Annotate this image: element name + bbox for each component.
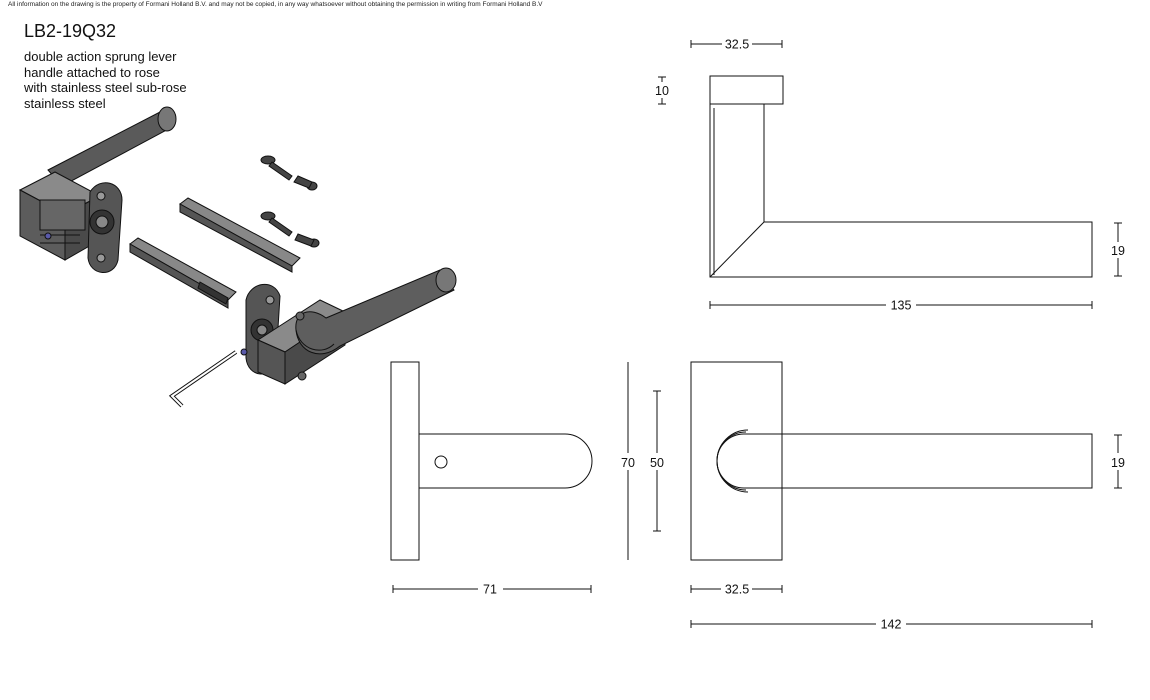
spindles xyxy=(129,197,301,309)
front-lever xyxy=(295,267,457,355)
description-line-3: with stainless steel sub-rose xyxy=(24,80,187,95)
dim-text-lever-thickness-side: 19 xyxy=(1111,244,1125,258)
description-line-2: handle attached to rose xyxy=(24,64,160,80)
dim-text-front-rose-width: 32.5 xyxy=(725,583,749,597)
dim-lever-length xyxy=(709,301,1093,309)
dim-side-height-inner xyxy=(653,390,661,532)
legal-notice: All information on the drawing is the pr… xyxy=(8,1,543,8)
exploded-view xyxy=(18,106,457,408)
allen-key xyxy=(168,350,238,408)
product-description: double action sprung lever handle attach… xyxy=(24,49,187,111)
dim-top-rose-width xyxy=(690,40,783,48)
dim-total-length xyxy=(690,620,1093,628)
dim-text-side-height-outer: 70 xyxy=(621,456,635,470)
dim-text-side-height-inner: 50 xyxy=(650,456,664,470)
dim-text-front-lever-thickness: 19 xyxy=(1111,456,1125,470)
top-view xyxy=(709,75,1093,278)
front-view xyxy=(690,361,1093,561)
description-line-4: stainless steel xyxy=(24,95,106,111)
back-subrose xyxy=(87,182,123,273)
dim-front-rose-width xyxy=(690,585,783,593)
side-view xyxy=(390,361,593,561)
dim-lever-thickness-side xyxy=(1114,222,1122,277)
dim-side-projection xyxy=(392,585,592,593)
dim-text-top-rose-height: 10 xyxy=(655,84,669,98)
dim-text-side-projection: 71 xyxy=(483,583,497,597)
dim-front-lever-thickness xyxy=(1114,434,1122,489)
product-code: LB2-19Q32 xyxy=(24,21,117,41)
dim-top-rose-height xyxy=(658,76,666,105)
screws xyxy=(260,155,320,248)
dim-text-total-length: 142 xyxy=(881,618,902,632)
description-line-1: double action sprung lever xyxy=(24,49,177,64)
dim-text-lever-length: 135 xyxy=(891,299,912,313)
dim-text-top-rose-width: 32.5 xyxy=(725,38,749,52)
